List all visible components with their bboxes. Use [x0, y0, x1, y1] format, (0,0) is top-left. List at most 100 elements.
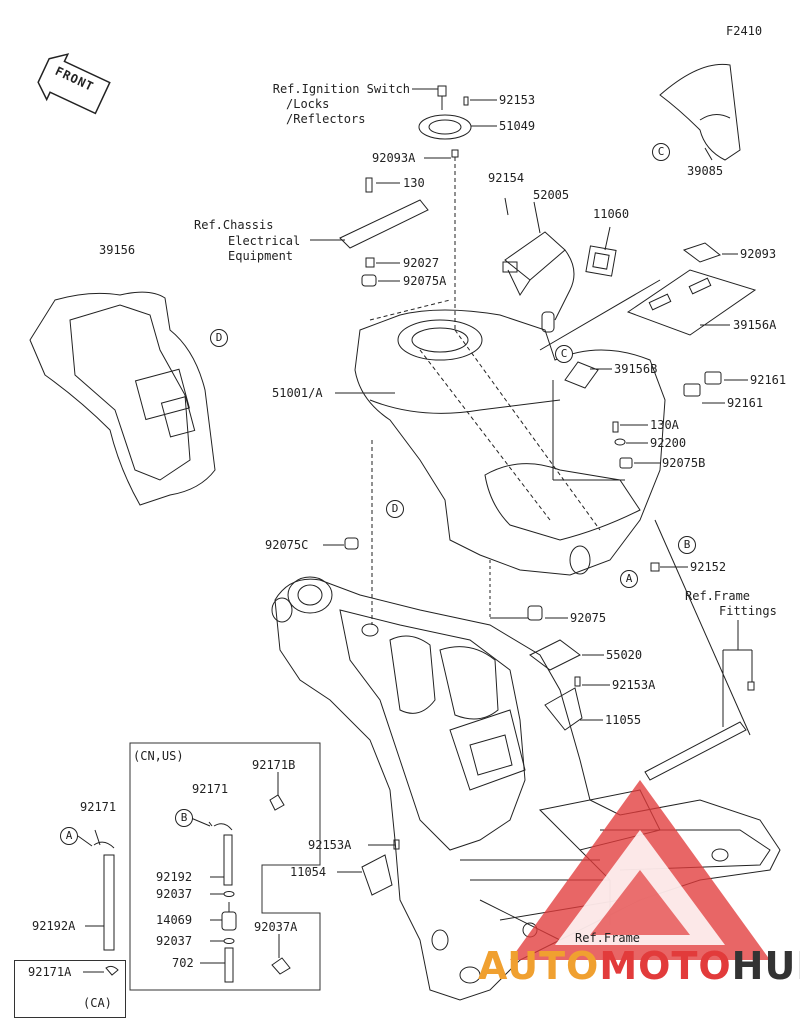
spacer-92027 — [365, 257, 375, 268]
bolt-ign — [437, 85, 447, 97]
ref-chassis-line1: Ref.Chassis — [194, 218, 274, 232]
cnus-label: (CN,US) — [133, 749, 184, 763]
part-51049: 51049 — [499, 119, 536, 133]
clip-92171A — [105, 965, 119, 976]
part-52005: 52005 — [533, 188, 570, 202]
part-39156: 39156 — [99, 243, 136, 257]
part-92200: 92200 — [650, 436, 687, 450]
fuel-tank — [354, 309, 666, 576]
washer-92200 — [614, 438, 626, 446]
part-92192A: 92192A — [32, 919, 76, 933]
grommet-92075C — [344, 537, 359, 550]
part-92161-lower: 92161 — [727, 396, 764, 410]
part-14069: 14069 — [156, 913, 193, 927]
shield-39156 — [29, 291, 216, 506]
part-51001A: 51001/A — [272, 386, 323, 400]
part-39085: 39085 — [687, 164, 724, 178]
bolt-130 — [365, 177, 373, 193]
ring-92037 — [223, 891, 235, 897]
part-702: 702 — [172, 956, 194, 970]
ref-ignition-line2: /Locks — [286, 97, 330, 111]
separator-14069 — [221, 911, 237, 931]
watermark-auto: AUTO — [478, 944, 600, 988]
ca-box — [14, 960, 126, 1018]
part-92037: 92037 — [156, 887, 193, 901]
frame-fitting-rail — [644, 721, 747, 781]
callout-a-tank: A — [620, 570, 638, 588]
sheet-39156B — [564, 361, 599, 389]
part-92037-lower: 92037 — [156, 934, 193, 948]
callout-d-tank: D — [386, 500, 404, 518]
part-92093A: 92093A — [372, 151, 416, 165]
ref-chassis-line2: Electrical — [228, 234, 301, 248]
bracket-11055 — [544, 687, 583, 731]
part-39156A: 39156A — [733, 318, 777, 332]
ref-ignition-line3: /Reflectors — [286, 112, 366, 126]
part-92075A: 92075A — [403, 274, 447, 288]
part-92153A-lower: 92153A — [308, 838, 352, 852]
clip-92037A — [271, 957, 291, 975]
shield-39156-inner — [69, 304, 191, 481]
callout-b-hose: B — [175, 809, 193, 827]
ref-frame: Ref.Frame — [575, 931, 641, 945]
gasket-11060 — [585, 245, 617, 277]
grommet-92075B — [619, 457, 633, 469]
part-92093: 92093 — [740, 247, 777, 261]
screw-92153 — [463, 96, 469, 106]
part-92171B: 92171B — [252, 758, 296, 772]
main-frame — [274, 578, 781, 1001]
front-arrow — [37, 53, 111, 115]
hose-92192A — [103, 854, 115, 951]
part-130: 130 — [403, 176, 425, 190]
ref-frame-fittings-line2: Fittings — [719, 604, 777, 618]
part-92075C: 92075C — [265, 538, 309, 552]
figure-code: F2410 — [726, 24, 763, 38]
pad-92093 — [682, 242, 722, 263]
damper-92161a — [704, 371, 722, 385]
grommet-92075A — [361, 274, 377, 287]
bolt-130A — [612, 421, 619, 433]
ref-ignition-line1: Ref.Ignition Switch — [272, 82, 410, 96]
watermark-text: AUTOMOTOHUB — [478, 944, 800, 988]
damper-92161b — [683, 383, 701, 397]
cap-51049 — [418, 114, 472, 140]
hose-702 — [224, 947, 234, 983]
clip-92171B — [269, 794, 285, 811]
ref-frame-fittings-line1: Ref.Frame — [685, 589, 751, 603]
part-92171: 92171 — [80, 800, 117, 814]
part-92152: 92152 — [690, 560, 727, 574]
ring-92093A — [451, 149, 459, 158]
callout-d-shield: D — [210, 329, 228, 347]
hose-92192 — [223, 834, 233, 886]
watermark-hub: HUB — [731, 944, 800, 988]
cover-39085 — [659, 63, 741, 161]
ring-92037b — [223, 938, 235, 944]
part-11055: 11055 — [605, 713, 642, 727]
callout-a-hose: A — [60, 827, 78, 845]
fuel-pump — [504, 231, 566, 281]
ref-chassis-line3: Equipment — [228, 249, 294, 263]
sheet-55020 — [529, 639, 581, 671]
callout-c-tank: C — [555, 345, 573, 363]
tank-cap-seat — [397, 319, 483, 361]
shield-39156-pad2 — [160, 396, 196, 438]
grommet-92075 — [527, 605, 543, 621]
watermark-logo — [510, 780, 770, 960]
part-130A: 130A — [650, 418, 679, 432]
callout-c-top: C — [652, 143, 670, 161]
shield-39156-pad — [134, 368, 190, 421]
part-92075: 92075 — [570, 611, 607, 625]
part-92037A: 92037A — [254, 920, 298, 934]
part-92171-inner: 92171 — [192, 782, 229, 796]
ca-label: (CA) — [83, 996, 112, 1010]
part-11060: 11060 — [593, 207, 630, 221]
part-92153: 92153 — [499, 93, 536, 107]
part-11054: 11054 — [290, 865, 327, 879]
cap-51049-inner — [428, 119, 462, 135]
frame-headstock — [287, 576, 333, 614]
bracket-11054 — [361, 854, 393, 896]
watermark-moto: MOTO — [599, 944, 732, 988]
part-92171A: 92171A — [28, 965, 72, 979]
screw-92152 — [650, 562, 660, 572]
